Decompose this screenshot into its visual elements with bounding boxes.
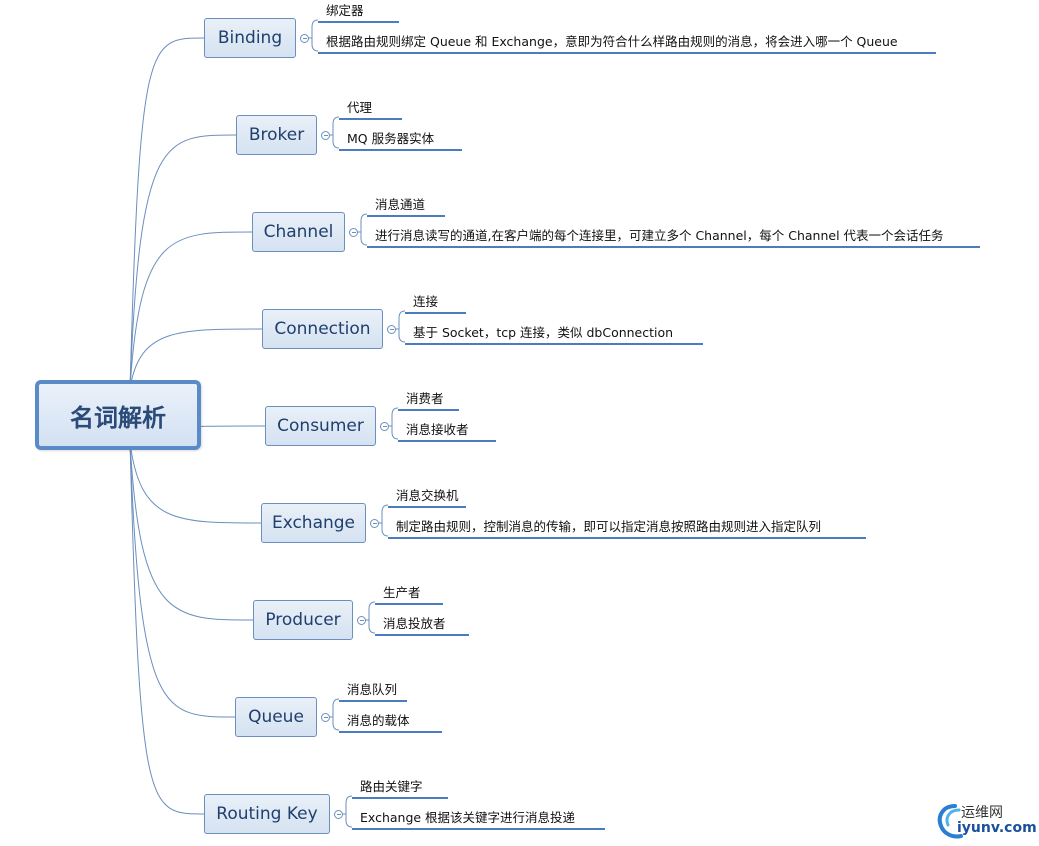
- bracket-consumer: [389, 407, 399, 440]
- leaf-description[interactable]: 消息接收者: [406, 422, 469, 437]
- collapse-icon[interactable]: [334, 809, 343, 819]
- topic-node-channel[interactable]: Channel: [252, 212, 345, 252]
- collapse-icon[interactable]: [300, 33, 309, 43]
- leaf-title[interactable]: 路由关键字: [360, 779, 423, 794]
- topic-label: Channel: [263, 222, 334, 242]
- collapse-icon[interactable]: [349, 227, 358, 237]
- bracket-channel: [358, 213, 368, 246]
- bracket-exchange: [379, 504, 389, 537]
- leaf-underline: [398, 409, 459, 411]
- leaf-description[interactable]: 进行消息读写的通道,在客户端的每个连接里，可建立多个 Channel，每个 Ch…: [375, 228, 944, 243]
- connector-binding: [129, 37, 205, 389]
- bracket-broker: [330, 116, 340, 149]
- leaf-description[interactable]: 制定路由规则，控制消息的传输，即可以指定消息按照路由规则进入指定队列: [396, 519, 822, 534]
- watermark-swirl-icon: [937, 804, 963, 839]
- leaf-description[interactable]: MQ 服务器实体: [347, 131, 435, 146]
- leaf-description[interactable]: 根据路由规则绑定 Queue 和 Exchange，意即为符合什么样路由规则的消…: [326, 34, 898, 49]
- root-label: 名词解析: [70, 403, 166, 432]
- collapse-icon[interactable]: [321, 712, 330, 722]
- topic-node-queue[interactable]: Queue: [235, 697, 317, 737]
- leaf-underline: [318, 52, 936, 54]
- topic-label: Queue: [248, 707, 304, 727]
- topic-label: Routing Key: [216, 804, 318, 824]
- leaf-underline: [352, 797, 448, 799]
- leaf-description[interactable]: Exchange 根据该关键字进行消息投递: [360, 810, 576, 825]
- bracket-producer: [366, 601, 376, 634]
- bracket-routing-key: [343, 795, 353, 828]
- connector-channel: [129, 231, 253, 389]
- leaf-title[interactable]: 绑定器: [326, 3, 364, 18]
- topic-label: Binding: [217, 28, 283, 48]
- leaf-title[interactable]: 代理: [347, 100, 373, 115]
- leaf-title[interactable]: 消息队列: [347, 682, 398, 697]
- leaf-title[interactable]: 连接: [413, 294, 439, 309]
- leaf-underline: [339, 700, 407, 702]
- topic-label: Producer: [265, 610, 341, 630]
- collapse-icon[interactable]: [387, 324, 396, 334]
- leaf-underline: [375, 634, 469, 636]
- topic-node-producer[interactable]: Producer: [253, 600, 353, 640]
- collapse-icon[interactable]: [321, 130, 330, 140]
- leaf-underline: [405, 343, 703, 345]
- watermark-logo: 运维网 iyunv.com: [935, 800, 1037, 842]
- leaf-description[interactable]: 消息投放者: [383, 616, 446, 631]
- connector-routing-key: [129, 441, 205, 815]
- topic-node-consumer[interactable]: Consumer: [265, 406, 376, 446]
- topic-label: Consumer: [277, 416, 364, 436]
- watermark-en: iyunv.com: [957, 820, 1037, 836]
- leaf-underline: [339, 731, 442, 733]
- leaf-underline: [352, 828, 605, 830]
- connector-exchange: [129, 441, 262, 524]
- watermark-cn: 运维网: [961, 805, 1003, 821]
- topic-node-exchange[interactable]: Exchange: [261, 503, 366, 543]
- leaf-underline: [398, 440, 496, 442]
- leaf-underline: [388, 506, 466, 508]
- connector-producer: [129, 441, 254, 621]
- bracket-binding: [309, 19, 319, 52]
- topic-label: Exchange: [271, 513, 356, 533]
- connector-queue: [129, 441, 236, 718]
- leaf-title[interactable]: 消费者: [406, 391, 444, 406]
- leaf-underline: [339, 118, 402, 120]
- collapse-icon[interactable]: [357, 615, 366, 625]
- leaf-underline: [375, 603, 443, 605]
- connector-connection: [129, 328, 263, 389]
- bracket-connection: [396, 310, 406, 343]
- leaf-underline: [339, 149, 462, 151]
- leaf-underline: [405, 312, 466, 314]
- leaf-underline: [388, 537, 866, 539]
- topic-node-binding[interactable]: Binding: [204, 18, 296, 58]
- topic-node-broker[interactable]: Broker: [236, 115, 317, 155]
- topic-node-routing-key[interactable]: Routing Key: [204, 794, 330, 834]
- leaf-description[interactable]: 消息的载体: [347, 713, 410, 728]
- leaf-title[interactable]: 消息交换机: [396, 488, 459, 503]
- connector-broker: [129, 134, 237, 389]
- collapse-icon[interactable]: [370, 518, 379, 528]
- leaf-description[interactable]: 基于 Socket，tcp 连接，类似 dbConnection: [413, 325, 674, 340]
- leaf-underline: [367, 246, 980, 248]
- bracket-queue: [330, 698, 340, 731]
- topic-label: Broker: [248, 125, 305, 145]
- collapse-icon[interactable]: [380, 421, 389, 431]
- topic-label: Connection: [274, 319, 371, 339]
- leaf-title[interactable]: 消息通道: [375, 197, 426, 212]
- leaf-underline: [318, 21, 399, 23]
- root-node[interactable]: 名词解析: [35, 380, 201, 450]
- leaf-underline: [367, 215, 445, 217]
- leaf-title[interactable]: 生产者: [383, 585, 421, 600]
- topic-node-connection[interactable]: Connection: [262, 309, 383, 349]
